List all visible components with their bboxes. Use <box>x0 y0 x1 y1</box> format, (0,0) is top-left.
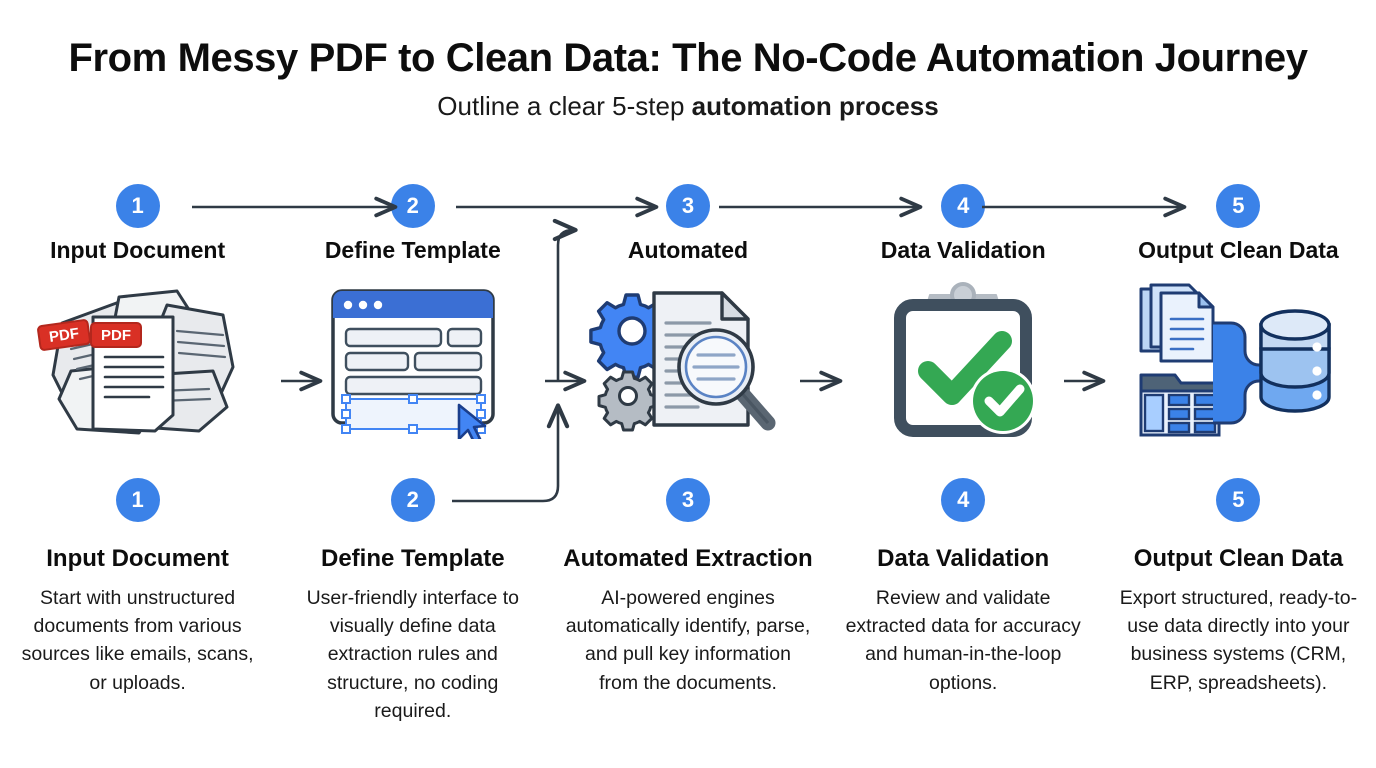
step-badge-top-4: 4 <box>941 184 986 228</box>
step-description-2: User-friendly interface to visually defi… <box>306 586 519 722</box>
step-badge-top-3: 3 <box>665 184 710 228</box>
step-bottom-2: 2 Define Template User-friendly interfac… <box>275 478 550 725</box>
subtitle-lead: Outline a clear 5-step <box>437 90 692 121</box>
step-head-label-2: Define Template <box>324 237 501 263</box>
step-column-3: 3 Automated <box>550 176 825 768</box>
clipboard-check-icon <box>848 276 1078 441</box>
step-badge-top-1: 1 <box>115 184 160 228</box>
pdf-tag-label-a: PDF <box>48 325 80 346</box>
messy-pdf-stack-icon: PDF PDF <box>23 276 253 441</box>
step-title-5: Output Clean Data <box>1133 545 1344 572</box>
step-badge-bottom-4: 4 <box>941 478 986 522</box>
step-description-4: Review and validate extracted data for a… <box>845 586 1081 694</box>
step-description-3: AI-powered engines automatically identif… <box>565 586 811 694</box>
step-bottom-3: 3 Automated Extraction AI-powered engine… <box>550 478 825 697</box>
step-badge-top-5: 5 <box>1216 184 1261 228</box>
step-badge-bottom-2: 2 <box>390 478 435 522</box>
step-title-1: Input Document <box>46 545 229 572</box>
step-bottom-4: 4 Data Validation Review and validate ex… <box>826 478 1101 697</box>
step-badge-top-2: 2 <box>390 184 435 228</box>
step-head-label-5: Output Clean Data <box>1138 237 1339 263</box>
step-column-1: 1 Input Document <box>0 176 275 768</box>
step-column-5: 5 Output Clean Data <box>1101 176 1376 768</box>
step-head-label-1: Input Document <box>50 237 226 263</box>
step-badge-bottom-5: 5 <box>1216 478 1261 522</box>
step-description-5: Export structured, ready-to-use data dir… <box>1119 586 1358 694</box>
step-head-label-3: Automated <box>627 237 749 263</box>
step-badge-bottom-3: 3 <box>665 478 710 522</box>
step-column-4: 4 Data Validation 4 <box>826 176 1101 768</box>
header: From Messy PDF to Clean Data: The No-Cod… <box>0 36 1376 122</box>
steps-grid: 1 Input Document <box>0 176 1376 768</box>
step-badge-bottom-1: 1 <box>115 478 160 522</box>
documents-to-database-icon <box>1123 276 1353 441</box>
page-subtitle: Outline a clear 5-step automation proces… <box>0 91 1376 122</box>
page-title: From Messy PDF to Clean Data: The No-Cod… <box>68 36 1308 80</box>
step-title-2: Define Template <box>320 545 505 572</box>
step-description-1: Start with unstructured documents from v… <box>21 586 254 694</box>
step-bottom-1: 1 Input Document Start with unstructured… <box>0 478 275 697</box>
step-column-2: 2 Define Template <box>275 176 550 768</box>
template-builder-window-icon <box>298 276 528 441</box>
step-head-label-4: Data Validation <box>880 237 1046 263</box>
step-title-4: Data Validation <box>877 545 1050 572</box>
step-bottom-5: 5 Output Clean Data Export structured, r… <box>1101 478 1376 697</box>
pdf-tag-label-b: PDF <box>101 327 131 344</box>
gears-document-magnifier-icon <box>573 276 803 441</box>
step-title-3: Automated Extraction <box>563 545 813 572</box>
subtitle-emphasis: automation process <box>691 90 939 121</box>
